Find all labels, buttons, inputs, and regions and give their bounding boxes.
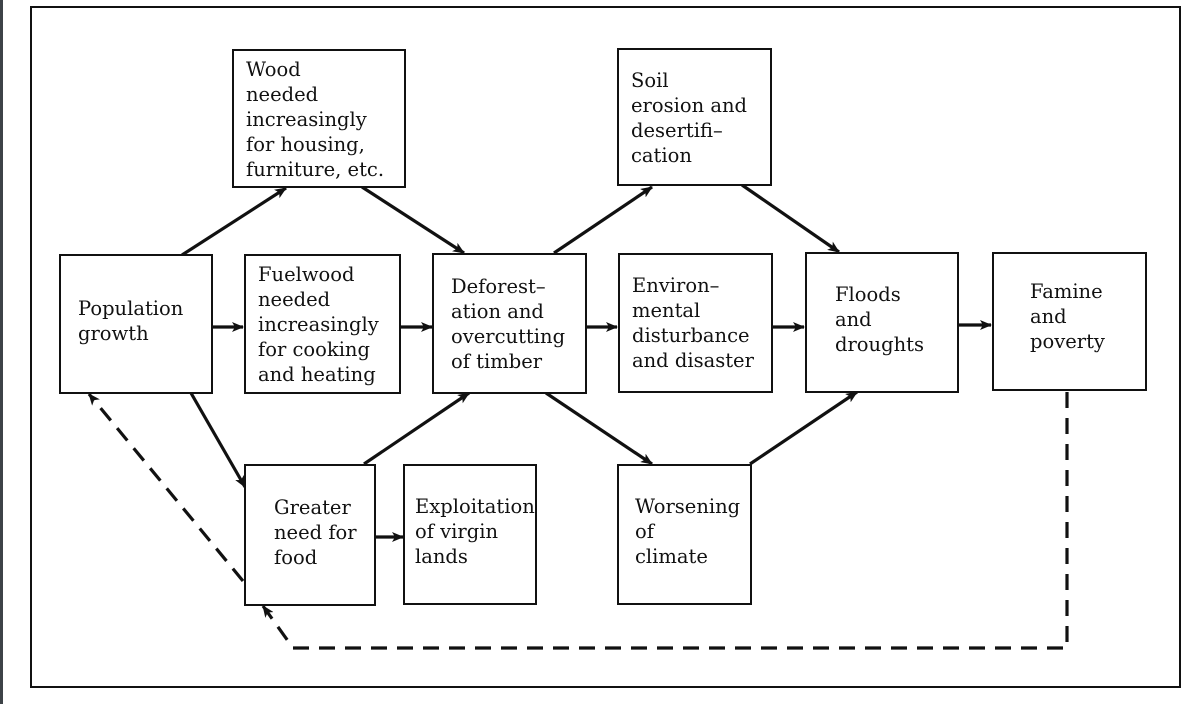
edge-food-deforestation (363, 391, 470, 466)
node-wood: Wood needed increasingly for housing, fu… (232, 49, 406, 188)
edge-food-population-feedback (87, 392, 245, 583)
node-virgin: Exploitation of virgin lands (403, 464, 537, 605)
left-edge-bar (0, 0, 3, 704)
edge-population-food (189, 392, 247, 488)
node-famine: Famine and poverty (992, 252, 1147, 391)
node-virgin-label: Exploitation of virgin lands (415, 495, 535, 568)
edge-climate-floods (749, 390, 858, 466)
edge-deforestation-soil (553, 185, 653, 255)
node-fuelwood: Fuelwood needed increasingly for cooking… (244, 254, 401, 394)
node-food: Greater need for food (244, 464, 376, 606)
node-soil: Soil erosion and desertifi– cation (617, 48, 772, 186)
node-soil-label: Soil erosion and desertifi– cation (631, 69, 748, 167)
node-wood-label: Wood needed increasingly for housing, fu… (246, 58, 385, 181)
node-floods: Floods and droughts (805, 252, 959, 393)
node-floods-label: Floods and droughts (835, 283, 924, 356)
edge-famine-food-feedback (261, 392, 1069, 650)
edge-deforestation-climate (545, 391, 653, 466)
node-fuelwood-label: Fuelwood needed increasingly for cooking… (258, 262, 379, 386)
node-population-label: Population growth (78, 297, 184, 345)
edge-population-wood (181, 186, 287, 257)
node-environmental: Environ– mental disturbance and disaster (618, 253, 773, 393)
node-population: Population growth (59, 254, 213, 394)
node-climate-label: Worsening of climate (635, 495, 741, 568)
node-food-label: Greater need for food (274, 495, 357, 569)
node-famine-label: Famine and poverty (1030, 280, 1105, 353)
node-environmental-label: Environ– mental disturbance and disaster (632, 274, 754, 372)
node-deforestation-label: Deforest– ation and overcutting of timbe… (451, 274, 566, 373)
node-deforestation: Deforest– ation and overcutting of timbe… (432, 253, 587, 394)
edge-wood-deforestation (361, 185, 465, 255)
node-climate: Worsening of climate (617, 464, 752, 605)
edge-soil-floods (741, 183, 840, 254)
diagram-frame (30, 6, 1181, 688)
